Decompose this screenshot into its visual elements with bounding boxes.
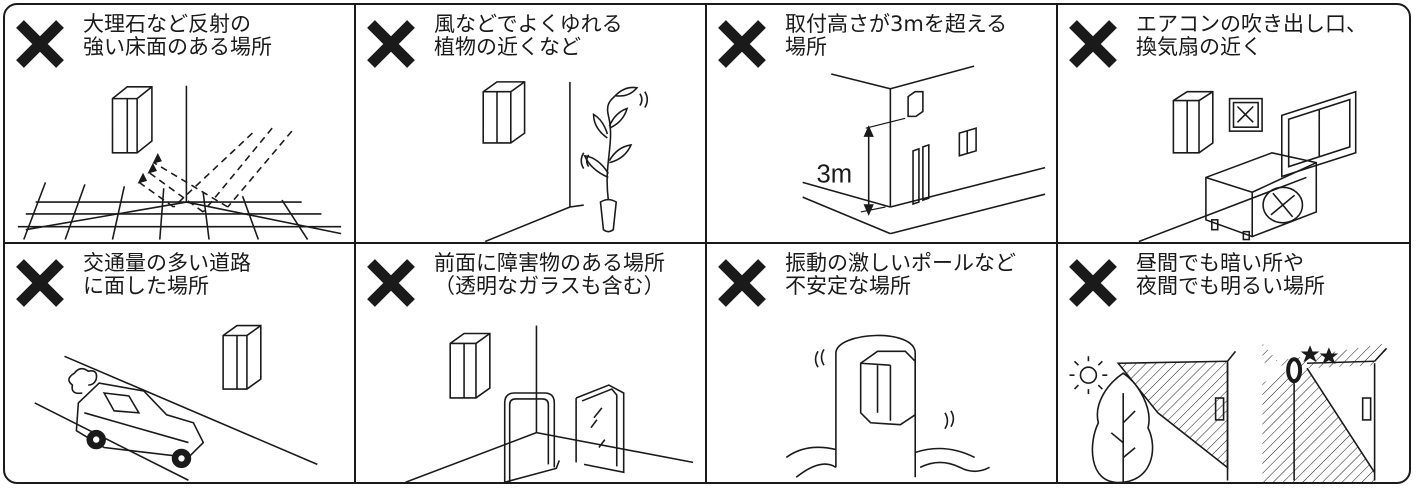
x-mark-icon — [718, 20, 766, 68]
caption-line-1: 取付高さが3mを超える — [785, 12, 1008, 36]
busy-road-illustration — [34, 324, 318, 481]
panel-caption: エアコンの吹き出し口、 換気扇の近く — [1136, 13, 1403, 59]
caption-line-2: 夜間でも明るい場所 — [1136, 273, 1325, 298]
x-mark-icon — [16, 20, 64, 68]
panel-air-outlet: エアコンの吹き出し口、 換気扇の近く — [1058, 5, 1409, 244]
star-icon — [1319, 346, 1339, 364]
air-conditioner-illustration — [1138, 90, 1357, 242]
caption-line-1: 昼間でも暗い所や — [1136, 250, 1304, 275]
vibrating-pole-illustration — [785, 334, 990, 478]
x-mark-icon — [1069, 258, 1117, 307]
panel-lighting-conditions: 昼間でも暗い所や 夜間でも明るい場所 — [1058, 244, 1409, 482]
front-obstacle-illustration — [405, 325, 694, 482]
caption-line-1: 交通量の多い道路 — [83, 250, 251, 275]
caption-line-2: に面した場所 — [83, 273, 209, 298]
panel-reflective-floor: 大理石など反射の 強い床面のある場所 — [5, 5, 356, 244]
caption-line-1: 風などでよくゆれる — [434, 12, 623, 36]
caption-line-2: （透明なガラスも含む） — [434, 273, 665, 298]
caption-line-2: 換気扇の近く — [1136, 35, 1262, 59]
caption-line-1: 大理石など反射の — [83, 12, 251, 36]
panel-caption: 昼間でも暗い所や 夜間でも明るい場所 — [1136, 250, 1403, 298]
panel-caption: 振動の激しいポールなど 不安定な場所 — [785, 250, 1050, 298]
x-mark-icon — [367, 258, 415, 307]
caption-line-1: 前面に障害物のある場所 — [434, 250, 665, 275]
panel-caption: 前面に障害物のある場所 （透明なガラスも含む） — [434, 250, 699, 298]
sun-icon — [1079, 365, 1098, 384]
caption-line-2: 強い床面のある場所 — [83, 35, 272, 59]
panel-swaying-plants: 風などでよくゆれる 植物の近くなど — [356, 5, 707, 244]
caption-line-2: 不安定な場所 — [785, 273, 911, 298]
caption-line-1: エアコンの吹き出し口、 — [1136, 12, 1367, 36]
installation-warning-grid: 大理石など反射の 強い床面のある場所 風などでよくゆれる 植物の近くなど — [3, 3, 1411, 484]
panel-caption: 取付高さが3mを超える 場所 — [785, 13, 1050, 59]
x-mark-icon — [1069, 20, 1117, 68]
height-label: 3m — [816, 160, 852, 188]
panel-busy-road: 交通量の多い道路 に面した場所 — [5, 243, 356, 482]
panel-vibrating-pole: 振動の激しいポールなど 不安定な場所 — [707, 243, 1058, 482]
day-night-lighting-illustration — [1069, 342, 1388, 482]
swaying-plant-illustration — [482, 81, 649, 242]
panel-caption: 大理石など反射の 強い床面のある場所 — [83, 13, 348, 59]
x-mark-icon — [16, 258, 64, 307]
caption-line-2: 場所 — [785, 35, 827, 59]
panel-front-obstacle: 前面に障害物のある場所 （透明なガラスも含む） — [356, 243, 707, 482]
x-mark-icon — [367, 20, 415, 68]
caption-line-1: 振動の激しいポールなど — [785, 250, 1016, 275]
panel-caption: 風などでよくゆれる 植物の近くなど — [434, 13, 699, 59]
caption-line-2: 植物の近くなど — [434, 35, 581, 59]
x-mark-icon — [718, 258, 766, 307]
star-icon — [1300, 344, 1320, 362]
panel-caption: 交通量の多い道路 に面した場所 — [83, 250, 348, 298]
panel-mount-height: 取付高さが3mを超える 場所 3m — [707, 5, 1058, 244]
mount-height-illustration: 3m — [802, 65, 1046, 235]
reflective-floor-illustration — [17, 85, 342, 240]
